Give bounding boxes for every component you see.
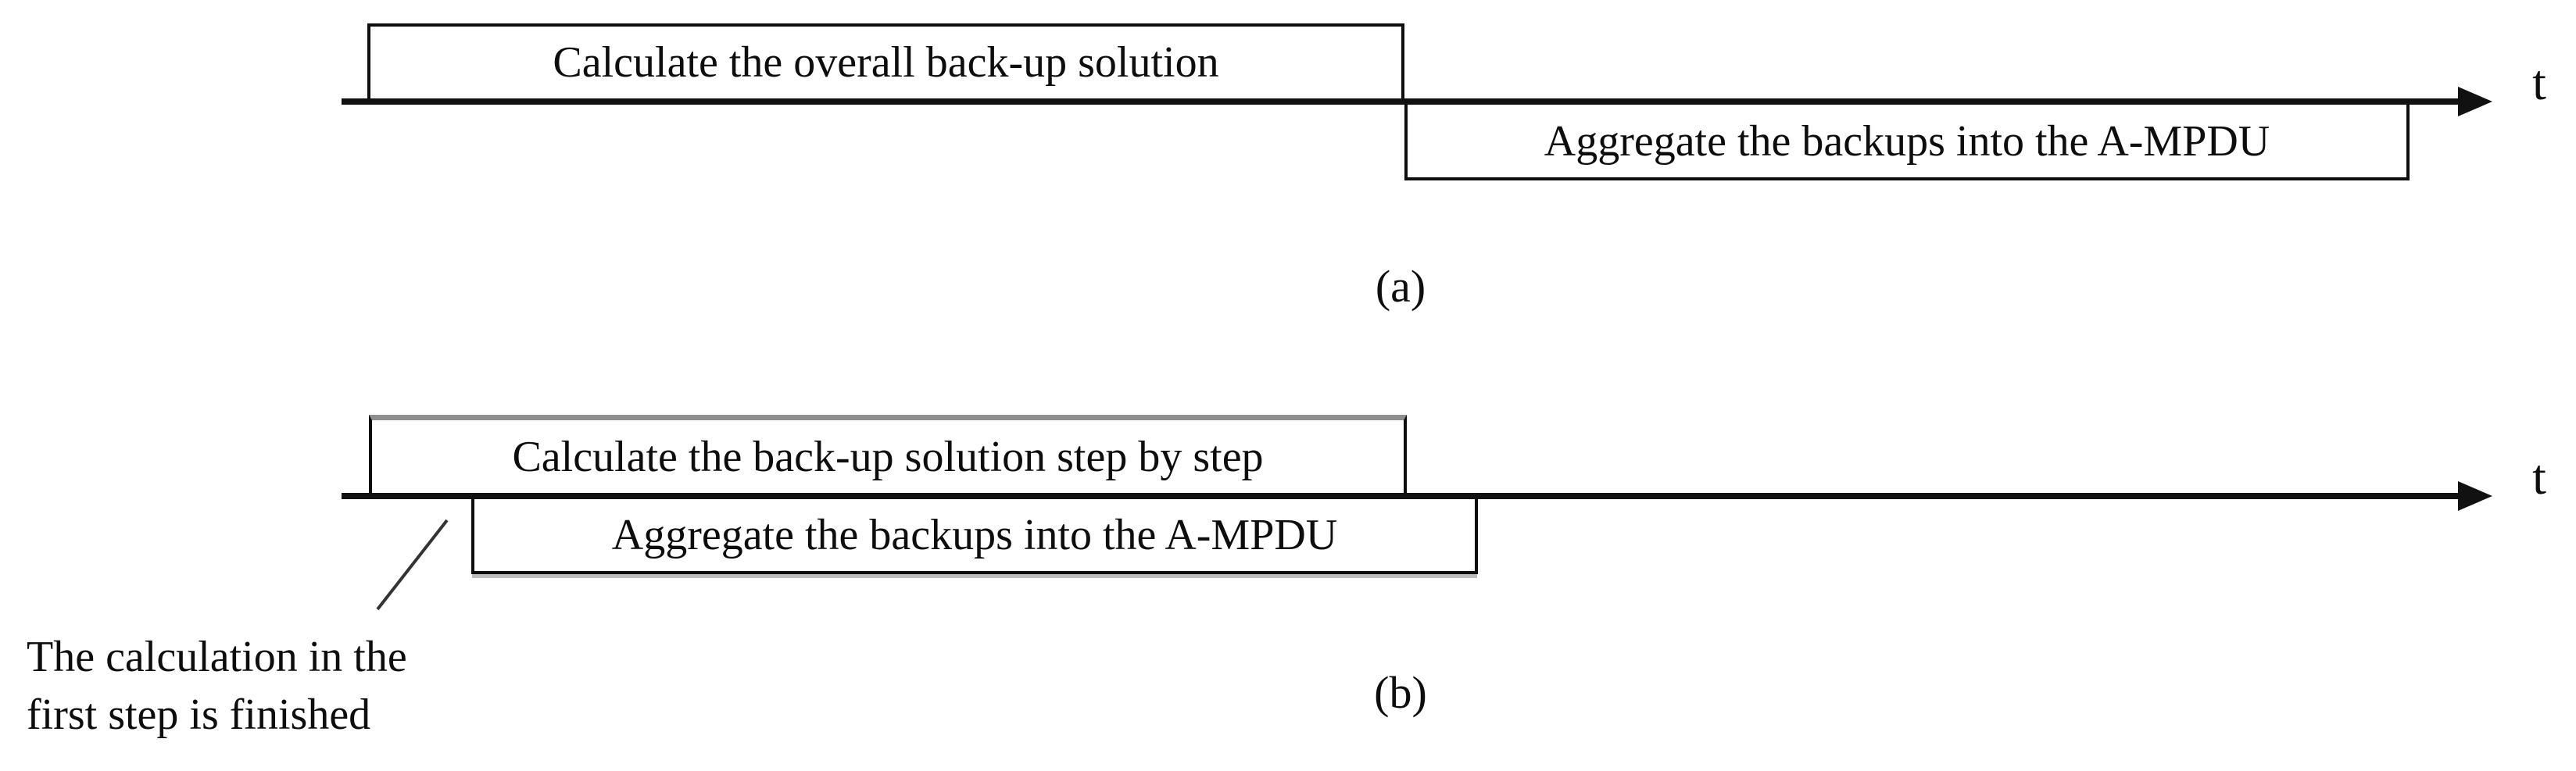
- panel-a-aggregate-label: Aggregate the backups into the A-MPDU: [1544, 116, 2270, 166]
- panel-a-aggregate-box: Aggregate the backups into the A-MPDU: [1404, 105, 2410, 180]
- panel-a-calculate-label: Calculate the overall back-up solution: [553, 38, 1219, 87]
- panel-a-arrowhead-icon: [2458, 87, 2492, 116]
- panel-b-aggregate-label: Aggregate the backups into the A-MPDU: [611, 511, 1338, 559]
- panel-a-time-axis-label: t: [2532, 55, 2546, 110]
- panel-b-caption: (b): [1374, 667, 1427, 718]
- panel-b-time-axis-label: t: [2532, 449, 2546, 505]
- annotation-line-2: first step is finished: [27, 691, 371, 739]
- panel-b-aggregate-box: Aggregate the backups into the A-MPDU: [471, 499, 1478, 574]
- annotation-line-1: The calculation in the: [27, 633, 407, 681]
- panel-b-arrowhead-icon: [2458, 481, 2492, 511]
- panel-a-time-axis: [342, 98, 2462, 105]
- panel-b-calculate-label: Calculate the back-up solution step by s…: [512, 432, 1264, 481]
- panel-a-calculate-box: Calculate the overall back-up solution: [367, 23, 1404, 98]
- panel-b-calculate-box: Calculate the back-up solution step by s…: [369, 415, 1407, 493]
- panel-b-time-axis: [342, 493, 2462, 499]
- first-step-finished-annotation: The calculation in the first step is fin…: [27, 628, 407, 744]
- panel-a-caption: (a): [1375, 261, 1426, 312]
